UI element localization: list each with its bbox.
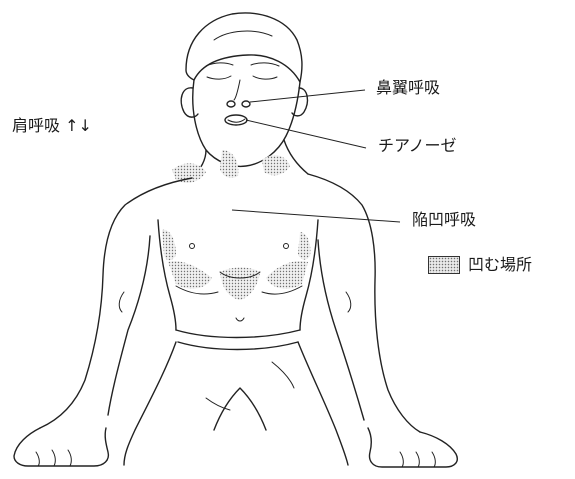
left-shoulder-arm — [40, 178, 192, 428]
retraction-lower-right — [266, 261, 308, 289]
right-fingers — [400, 452, 435, 467]
right-shoulder-arm — [308, 174, 420, 432]
retraction-lower-left — [168, 261, 212, 289]
face — [193, 80, 300, 166]
legend: 凹む場所 — [428, 256, 532, 274]
leader-cyanosis — [246, 120, 366, 148]
hair — [186, 13, 302, 82]
right-hand — [368, 428, 457, 467]
right-brow — [251, 63, 279, 66]
waistband-bottom — [178, 342, 298, 350]
left-nostril — [227, 101, 235, 107]
right-eye — [253, 76, 277, 79]
hair-strand — [214, 31, 272, 40]
left-eye — [207, 76, 231, 79]
retraction-substernal — [220, 268, 260, 301]
knee-fold-right — [272, 362, 294, 388]
right-nostril — [242, 101, 250, 107]
left-fingers — [36, 450, 71, 466]
navel — [236, 318, 244, 321]
nose — [234, 80, 240, 100]
left-hand — [14, 428, 108, 466]
right-elbow — [346, 292, 351, 312]
legend-swatch — [428, 256, 460, 274]
label-nasal-flaring: 鼻翼呼吸 — [376, 80, 440, 96]
retraction-chest-left — [162, 230, 176, 260]
crotch — [214, 388, 266, 430]
left-elbow — [119, 292, 124, 312]
left-ear — [181, 88, 198, 117]
legend-label: 凹む場所 — [468, 257, 532, 273]
label-shoulder-breathing: 肩呼吸 ↑↓ — [12, 118, 92, 134]
retraction-neck-center — [220, 150, 238, 178]
left-nipple — [190, 244, 195, 249]
retraction-chest-right — [298, 232, 310, 260]
label-cyanosis: チアノーゼ — [378, 138, 457, 154]
right-inner-arm — [318, 240, 364, 420]
waistband-top — [176, 330, 300, 338]
mouth-inner — [228, 119, 245, 122]
right-thigh — [298, 342, 348, 465]
label-retractive-breathing: 陥凹呼吸 — [412, 212, 476, 228]
leader-retractive-breathing — [232, 210, 400, 222]
left-inner-arm — [108, 236, 150, 415]
left-thigh — [124, 342, 176, 465]
retraction-neck-right — [262, 155, 290, 175]
right-nipple — [284, 244, 289, 249]
